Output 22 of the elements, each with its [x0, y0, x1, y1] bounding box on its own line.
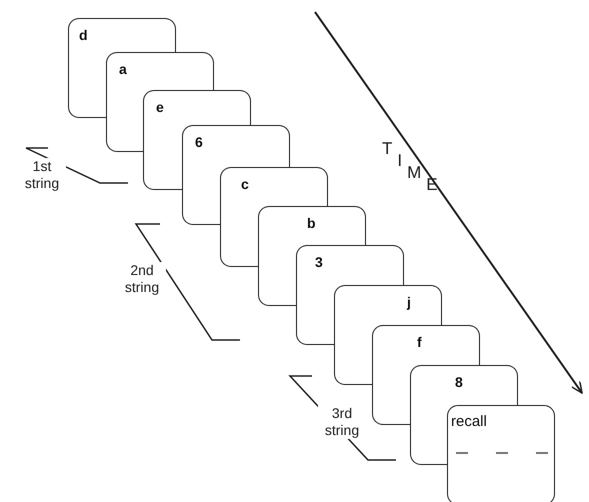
- stimulus-card: [447, 405, 555, 502]
- stimulus-item: 6: [195, 134, 203, 150]
- stimulus-item: 8: [455, 374, 463, 390]
- stimulus-item: j: [407, 294, 411, 310]
- stimulus-card: [296, 245, 404, 285]
- stimulus-item: a: [119, 61, 127, 77]
- prompt-text: recall: [451, 414, 487, 430]
- stimulus-item: 3: [315, 254, 323, 270]
- stimulus-card: [143, 90, 251, 125]
- stimulus-item: b: [307, 215, 316, 231]
- stimulus-card: [372, 325, 480, 365]
- stimulus-card: [258, 206, 366, 245]
- stimulus-card: [182, 125, 290, 167]
- stimulus-item: d: [79, 27, 88, 43]
- stimulus-item: c: [241, 176, 249, 192]
- stimulus-item: f: [417, 334, 422, 350]
- stimulus-card: [106, 52, 214, 90]
- stimulus-item: e: [156, 99, 164, 115]
- stimulus-card: [68, 18, 176, 52]
- stimulus-card: [334, 285, 442, 325]
- stimulus-card: [220, 167, 328, 206]
- stimulus-card: [410, 365, 518, 405]
